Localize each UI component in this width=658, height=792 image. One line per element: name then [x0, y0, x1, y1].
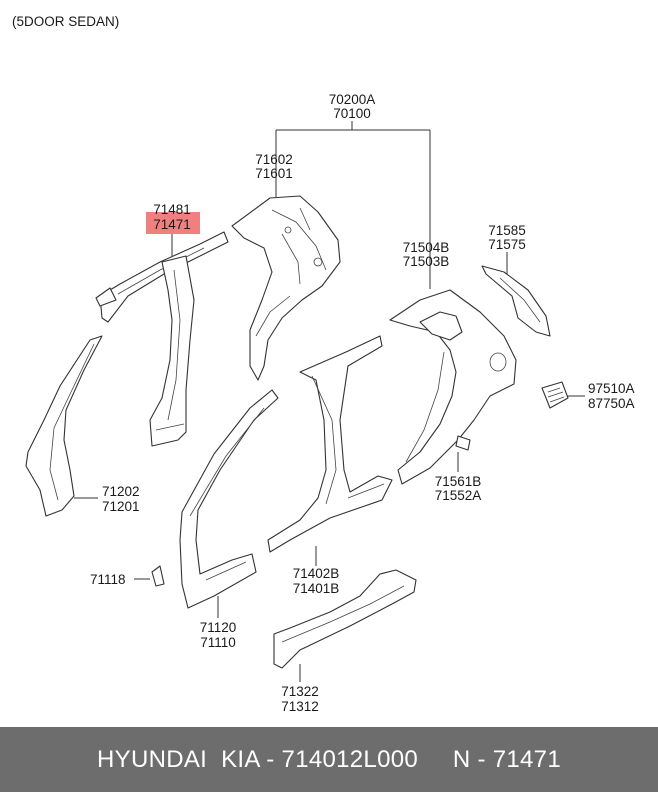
label-71561B: 71561B	[435, 474, 482, 489]
group-bracket	[275, 121, 431, 289]
label-71110: 71110	[200, 635, 236, 650]
label-71202: 71202	[102, 484, 140, 499]
variant-title: (5DOOR SEDAN)	[12, 14, 119, 29]
label-71575: 71575	[488, 237, 526, 252]
quarter-outer-panel	[389, 289, 517, 485]
label-71401B: 71401B	[293, 581, 340, 596]
parts-diagram: (5DOOR SEDAN) 70200A 70100 71602 71601 7…	[12, 14, 635, 714]
label-87750A: 87750A	[588, 396, 635, 411]
label-71322: 71322	[281, 684, 319, 699]
part-number-footer: HYUNDAI KIA - 714012L000 N - 71471	[0, 727, 658, 792]
label-97510A: 97510A	[588, 381, 635, 396]
small-clip	[151, 565, 165, 587]
quarter-inner-upper-panel	[231, 195, 341, 381]
center-pillar-outer	[267, 335, 393, 553]
front-pillar-outer	[179, 389, 279, 609]
label-71601: 71601	[255, 166, 293, 181]
label-71504B: 71504B	[403, 240, 450, 255]
label-71503B: 71503B	[403, 254, 450, 269]
label-71201: 71201	[102, 499, 140, 514]
highlight-box	[146, 212, 200, 234]
label-71120: 71120	[200, 620, 237, 635]
label-71585: 71585	[488, 223, 526, 238]
label-71471: 71471	[153, 217, 191, 232]
roof-side-rail	[95, 231, 229, 323]
side-sill	[273, 569, 417, 669]
label-71602: 71602	[255, 152, 293, 167]
group-label-line2: 70100	[333, 106, 371, 121]
fuel-filler-housing	[541, 381, 569, 409]
rear-quarter-bracket	[481, 265, 551, 337]
label-71312: 71312	[281, 699, 319, 714]
label-71481: 71481	[153, 202, 191, 217]
front-pillar-inner	[25, 335, 103, 517]
group-label-line1: 70200A	[329, 92, 376, 107]
center-pillar-inner	[149, 255, 195, 447]
label-71552A: 71552A	[435, 488, 482, 503]
label-71118: 71118	[90, 572, 126, 587]
quarter-clip	[455, 435, 471, 451]
label-71402B: 71402B	[293, 566, 340, 581]
